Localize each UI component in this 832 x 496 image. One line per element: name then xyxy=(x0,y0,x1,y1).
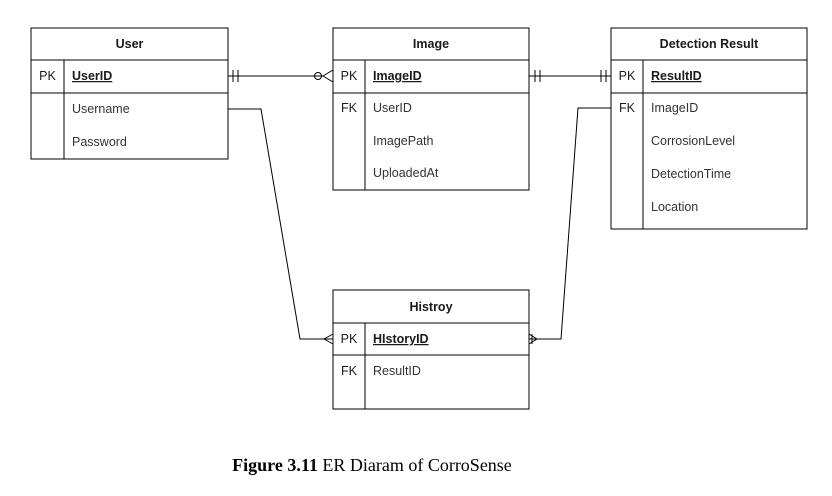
entity-detection-attribute: ImageID xyxy=(651,101,698,115)
relationship-user-history xyxy=(228,108,334,345)
entity-image-key-field: ImageID xyxy=(373,69,422,83)
er-diagram: User PK UserID Username Password Image P… xyxy=(30,27,808,410)
entity-detection-fk-label: FK xyxy=(619,101,636,115)
entity-image-title: Image xyxy=(413,37,449,51)
entity-image-pk-label: PK xyxy=(341,69,358,83)
relationship-image-detection xyxy=(529,70,611,82)
entity-user: User PK UserID Username Password xyxy=(30,27,229,160)
entity-image: Image PK ImageID FK UserID ImagePath Upl… xyxy=(332,27,530,191)
figure-caption-label: Figure 3.11 xyxy=(232,455,318,475)
entity-history-title: Histroy xyxy=(409,300,452,314)
entity-history-pk-label: PK xyxy=(341,332,358,346)
entity-detection-key-field: ResultID xyxy=(651,69,702,83)
entity-history: Histroy PK HIstoryID FK ResultID xyxy=(332,289,530,410)
entity-history-attribute: ResultID xyxy=(373,364,421,378)
entity-user-title: User xyxy=(116,37,144,51)
entity-history-key-field: HIstoryID xyxy=(373,332,429,346)
entity-user-attribute: Username xyxy=(72,102,130,116)
entity-detection-attribute: CorrosionLevel xyxy=(651,134,735,148)
entity-user-key-field: UserID xyxy=(72,69,112,83)
relationship-detection-history xyxy=(528,107,611,345)
figure-caption: Figure 3.11 ER Diaram of CorroSense xyxy=(0,455,744,476)
entity-detection-attribute: DetectionTime xyxy=(651,167,731,181)
entity-user-pk-label: PK xyxy=(39,69,56,83)
relationship-user-image xyxy=(228,69,334,83)
entity-image-fk-label: FK xyxy=(341,101,358,115)
entity-image-attribute: UserID xyxy=(373,101,412,115)
figure-caption-text: ER Diaram of CorroSense xyxy=(317,455,512,475)
entity-detection-attribute: Location xyxy=(651,200,698,214)
entity-user-attribute: Password xyxy=(72,135,127,149)
entity-image-attribute: ImagePath xyxy=(373,134,434,148)
entity-history-fk-label: FK xyxy=(341,364,358,378)
entity-detection-pk-label: PK xyxy=(619,69,636,83)
entity-detection-result: Detection Result PK ResultID FK ImageID … xyxy=(610,27,808,230)
entity-detection-title: Detection Result xyxy=(660,37,759,51)
entity-image-attribute: UploadedAt xyxy=(373,166,439,180)
